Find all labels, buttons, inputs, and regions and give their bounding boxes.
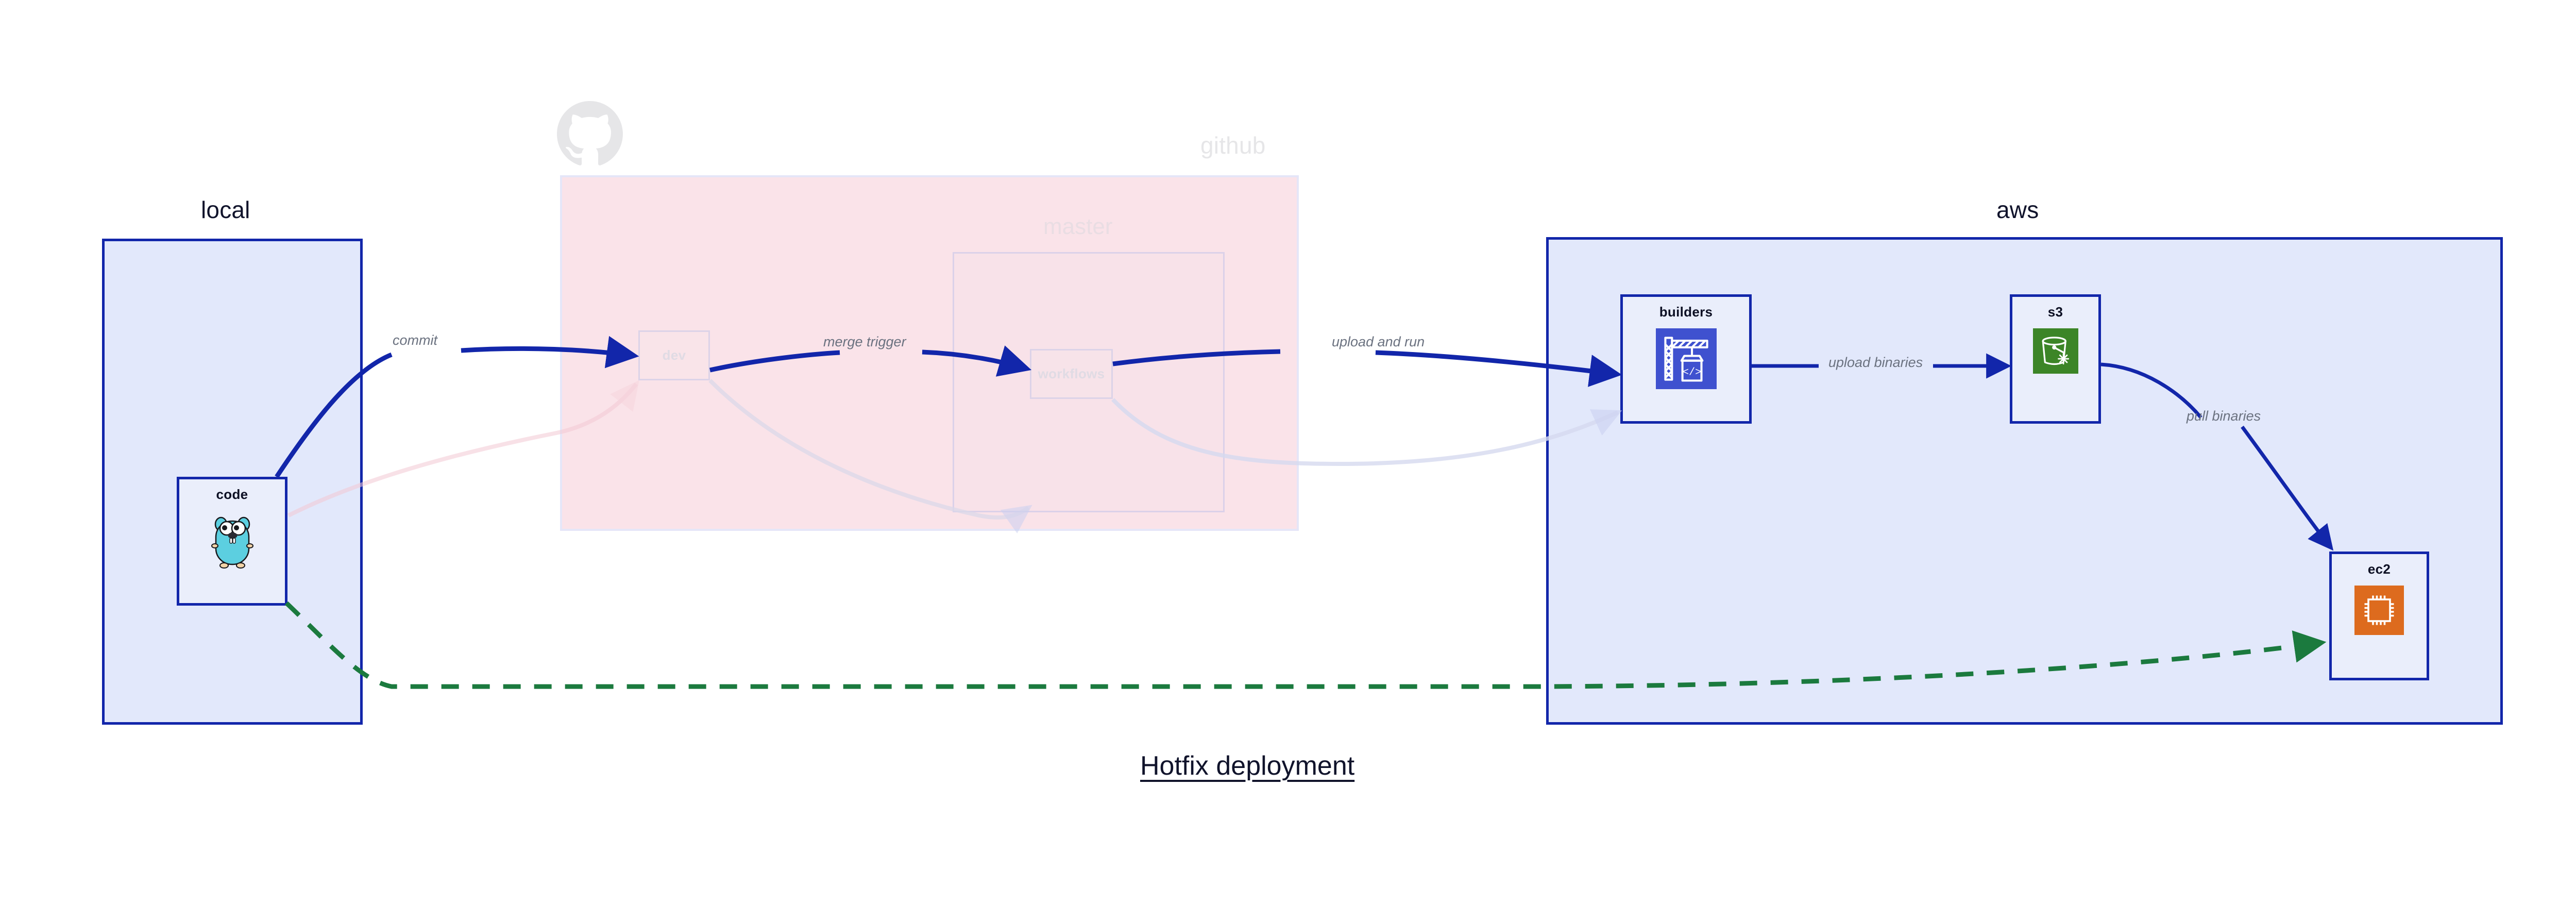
aws-codebuild-crane-icon: </> [1655,328,1717,392]
node-label-dev: dev [662,347,686,363]
svg-text:</>: </> [1682,366,1701,378]
node-label-ec2: ec2 [2367,561,2391,577]
edge-label-merge-trigger: merge trigger [823,334,906,349]
node-code[interactable]: code [177,477,287,606]
node-builders[interactable]: builders </> [1620,294,1752,424]
node-label-workflows: workflows [1038,366,1105,381]
node-ec2[interactable]: ec2 [2329,552,2429,680]
aws-s3-bucket-icon [2032,328,2078,376]
node-label-s3: s3 [2047,304,2063,320]
go-gopher-icon [208,511,257,575]
edge-label-upload-and-run: upload and run [1332,334,1425,349]
edge-label-pull-binaries: pull binaries [2187,408,2261,424]
diagram-title: Hotfix deployment [1140,751,1355,781]
group-title-local: local [201,196,250,223]
node-dev[interactable]: dev [638,330,710,380]
node-workflows[interactable]: workflows [1030,349,1113,399]
edge-label-commit: commit [393,332,437,348]
node-s3[interactable]: s3 [2010,294,2101,424]
github-octocat-icon [557,101,623,165]
group-title-github: github [1200,132,1266,159]
edge-label-upload-binaries: upload binaries [1828,355,1923,370]
node-label-code: code [216,487,248,502]
node-label-builders: builders [1659,304,1713,320]
subgroup-title-master: master [1043,214,1113,239]
group-title-aws: aws [1996,196,2039,223]
aws-ec2-chip-icon [2354,586,2404,638]
